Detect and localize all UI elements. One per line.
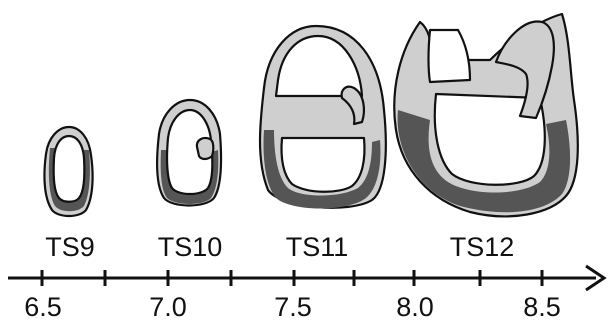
stage-label-ts12: TS12 xyxy=(450,232,515,263)
ts10-inner-fold xyxy=(197,138,213,159)
ts12-shape xyxy=(394,14,578,216)
stage-label-ts9: TS9 xyxy=(45,232,95,263)
ts9-shape xyxy=(44,127,92,216)
ts12-upper-light xyxy=(429,30,471,82)
ts9-cavity xyxy=(54,136,85,202)
tick-label-7-5: 7.5 xyxy=(274,292,312,323)
stage-label-ts10: TS10 xyxy=(158,232,223,263)
stage-label-ts11: TS11 xyxy=(286,232,349,263)
tick-label-7-0: 7.0 xyxy=(149,292,187,323)
ts11-lower-cavity xyxy=(281,138,364,192)
tick-label-8-5: 8.5 xyxy=(523,292,561,323)
tick-label-8-0: 8.0 xyxy=(396,292,434,323)
tick-label-6-5: 6.5 xyxy=(24,292,62,323)
ts10-shape xyxy=(157,100,221,206)
ts11-shape xyxy=(260,26,386,209)
